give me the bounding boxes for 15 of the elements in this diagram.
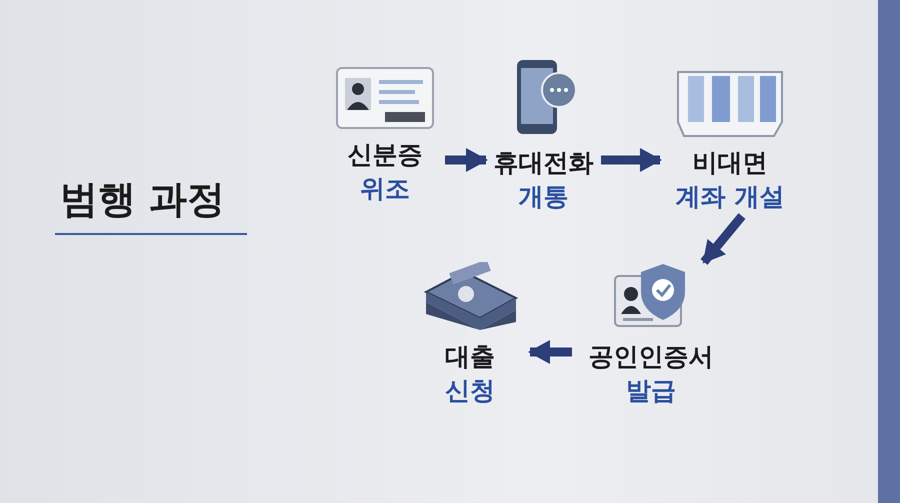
title: 범행 과정 — [60, 176, 226, 222]
arrow — [700, 213, 746, 265]
step-label: 신분증 — [348, 139, 422, 171]
arrow — [528, 340, 572, 364]
step-label: 비대면 — [692, 147, 768, 179]
arrow — [445, 148, 488, 172]
step-action: 개통 — [518, 181, 568, 213]
step-label: 공인인증서 — [588, 341, 714, 373]
step-action: 신청 — [445, 375, 495, 407]
step-label: 휴대전화 — [494, 147, 594, 179]
step-label: 대출 — [445, 341, 495, 373]
step-action: 발급 — [626, 375, 676, 407]
step-action: 계좌 개설 — [676, 181, 784, 213]
step-action: 위조 — [360, 173, 410, 205]
arrow — [601, 148, 662, 172]
